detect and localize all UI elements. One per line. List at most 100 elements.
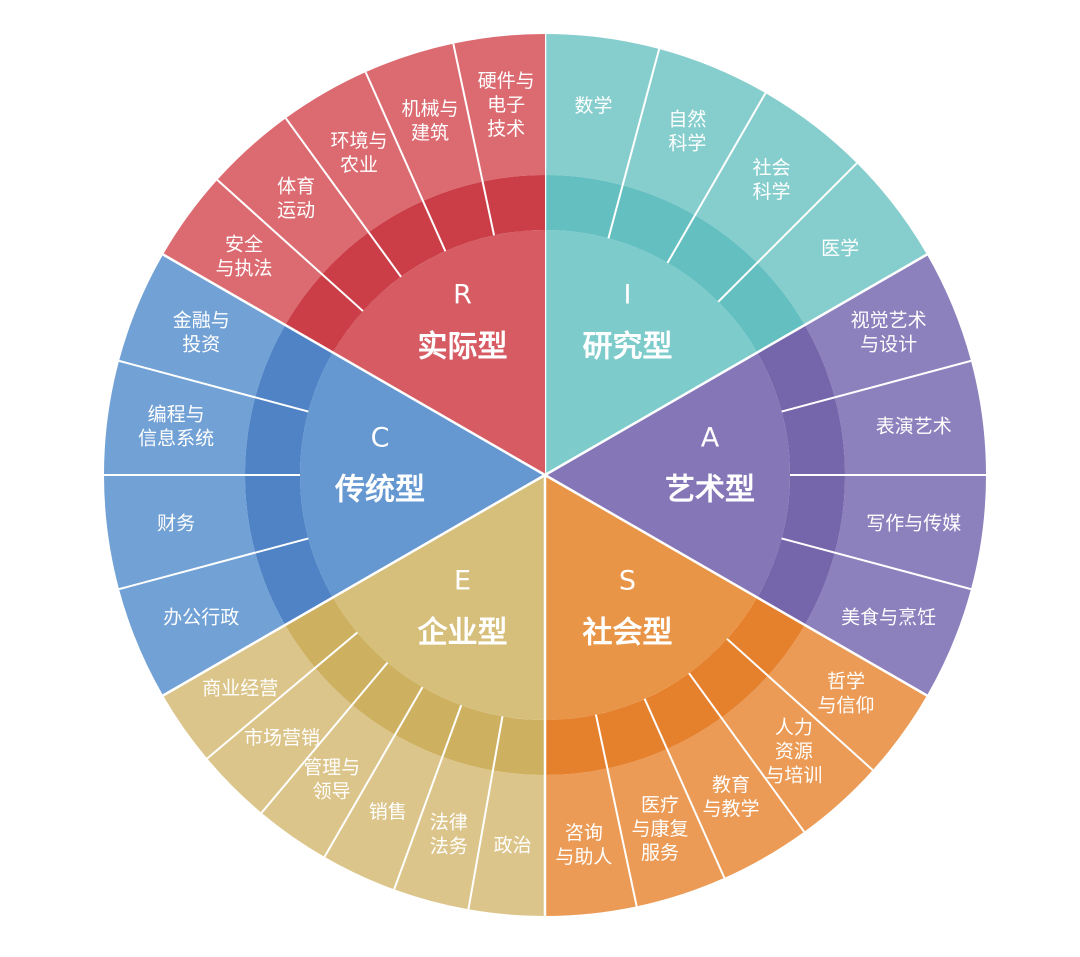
field-label: 商业经营	[202, 677, 278, 699]
field-label: 数学	[575, 95, 613, 117]
segment-divider	[393, 704, 463, 890]
ring-segment	[545, 714, 608, 776]
field-segment	[285, 72, 423, 233]
field-label: 环境与	[330, 130, 387, 152]
sector-core	[332, 230, 545, 475]
field-label: 安全	[225, 233, 263, 255]
field-label: 法律	[430, 811, 468, 833]
field-segment	[119, 552, 286, 696]
sector-c	[104, 254, 546, 697]
sector-i	[543, 34, 927, 475]
sector-r	[162, 34, 546, 477]
field-label: 信息系统	[138, 427, 214, 449]
field-segment	[324, 734, 443, 890]
segment-divider	[726, 638, 874, 771]
field-segment	[453, 34, 545, 182]
segment-divider	[118, 537, 309, 591]
field-label: 机械与	[402, 98, 459, 120]
ring-segment	[395, 687, 462, 757]
field-label: 与设计	[860, 334, 917, 356]
sector-type-name: 传统型	[334, 473, 425, 508]
field-label: 农业	[340, 154, 378, 176]
sector-core	[299, 352, 545, 598]
field-label: 与助人	[555, 846, 612, 868]
field-label: 医学	[821, 238, 859, 260]
ring-segment	[757, 538, 835, 625]
field-label: 资源	[775, 740, 813, 762]
field-segment	[622, 49, 766, 216]
ring-segment	[608, 185, 695, 263]
sector-code: S	[619, 565, 636, 596]
ring-segment	[255, 538, 333, 625]
sector-core	[545, 230, 758, 475]
field-label: 美食与烹饪	[841, 606, 936, 628]
field-label: 法务	[430, 835, 468, 857]
field-label: 硬件与	[478, 70, 535, 92]
sector-type-name: 社会型	[583, 615, 673, 650]
field-label: 与执法	[216, 257, 273, 279]
field-label: 与信仰	[817, 695, 874, 717]
sector-code: C	[371, 423, 390, 454]
field-label: 电子	[487, 94, 525, 116]
field-segment	[834, 360, 986, 475]
sector-type-name: 实际型	[418, 330, 508, 365]
field-segment	[119, 254, 286, 398]
field-label: 体育	[277, 176, 315, 198]
field-label: 写作与传媒	[866, 513, 961, 535]
sector-core	[332, 475, 545, 720]
sector-code: I	[624, 280, 632, 311]
ring-segment	[781, 475, 846, 553]
segment-divider	[284, 117, 402, 278]
segment-divider	[206, 631, 358, 760]
field-label: 咨询	[565, 822, 603, 844]
field-label: 科学	[668, 132, 706, 154]
ring-segment	[667, 215, 758, 302]
segment-divider	[643, 698, 726, 879]
segment-divider	[118, 359, 309, 413]
segment-divider	[323, 686, 424, 858]
segment-divider	[688, 672, 806, 833]
field-label: 建筑	[411, 122, 449, 144]
sector-divider	[544, 253, 928, 477]
segment-divider	[781, 537, 972, 591]
segment-divider	[467, 716, 504, 910]
segment-divider	[260, 662, 389, 814]
field-label: 医疗	[641, 794, 679, 816]
sector-divider	[544, 473, 928, 697]
field-label: 科学	[752, 181, 790, 203]
field-segment	[207, 667, 353, 813]
field-label: 与培训	[765, 764, 822, 786]
segment-divider	[607, 48, 661, 239]
ring-segment	[492, 716, 545, 775]
field-segment	[163, 625, 316, 759]
field-label: 与康复	[631, 818, 688, 840]
field-label: 领导	[313, 781, 351, 803]
sector-a	[544, 253, 986, 696]
sector-divider	[162, 253, 546, 477]
field-label: 金融与	[173, 310, 230, 332]
sector-s	[544, 473, 928, 916]
ring-segment	[315, 632, 388, 705]
field-segment	[261, 704, 395, 857]
field-segment	[104, 475, 256, 590]
ring-segment	[245, 397, 309, 475]
field-segment	[607, 749, 725, 907]
ring-segment	[422, 181, 495, 252]
ring-segment	[255, 325, 333, 412]
field-segment	[667, 717, 805, 878]
field-label: 社会	[752, 157, 790, 179]
field-label: 市场营销	[244, 727, 320, 749]
sector-divider	[162, 473, 546, 697]
field-segment	[767, 625, 927, 771]
ring-segment	[245, 475, 309, 553]
sector-code: R	[453, 280, 472, 311]
wheel-labels: 数学自然科学社会科学医学I研究型视觉艺术与设计表演艺术写作与传媒美食与烹饪A艺术…	[138, 70, 961, 868]
sector-core	[545, 475, 758, 720]
segment-divider	[452, 43, 496, 236]
segment-divider	[781, 359, 972, 413]
field-segment	[365, 43, 483, 201]
field-segment	[545, 34, 660, 186]
field-label: 视觉艺术	[851, 310, 927, 332]
field-segment	[721, 675, 873, 832]
field-label: 技术	[487, 118, 525, 140]
